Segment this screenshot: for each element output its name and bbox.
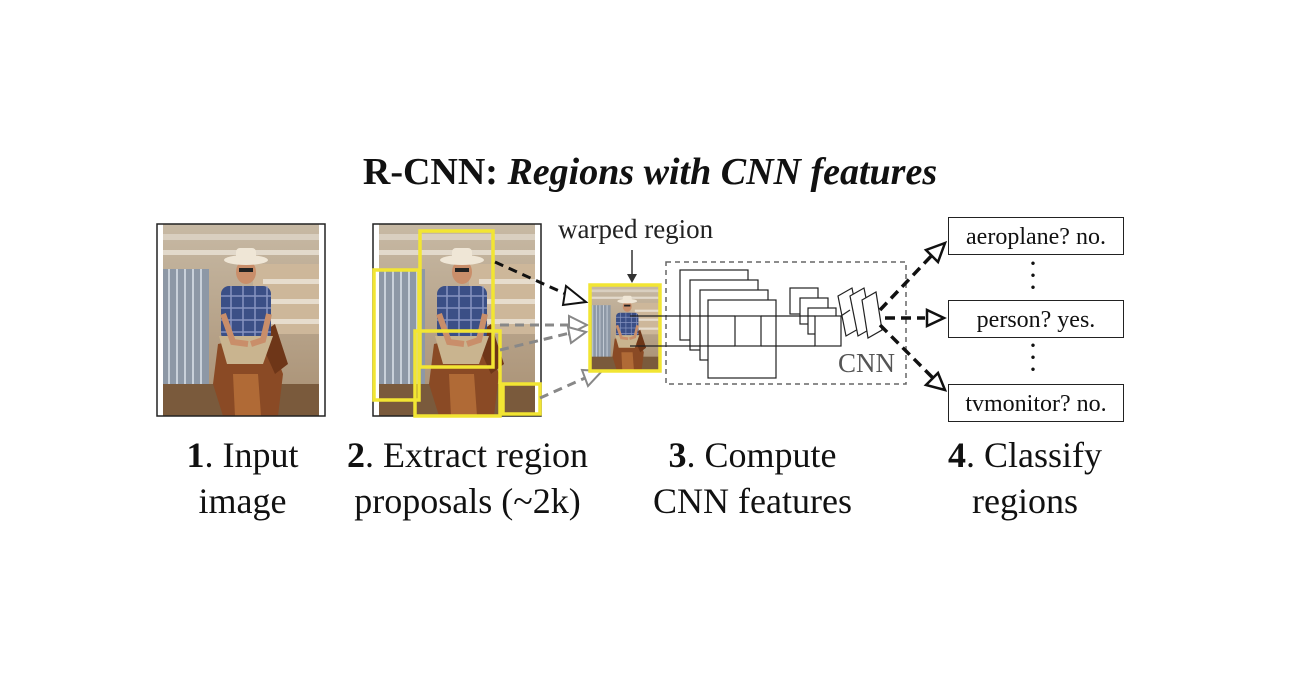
title-italic: Regions with CNN features (507, 151, 938, 193)
step-1-caption: 1. Input image (150, 432, 335, 524)
class-box-tvmonitor: tvmonitor? no. (948, 384, 1124, 422)
ellipsis-dots: ··· (1028, 247, 1038, 304)
class-box-aeroplane: aeroplane? no. (948, 217, 1124, 255)
proposal-box (501, 382, 542, 416)
warped-region-label: warped region (558, 214, 714, 244)
step-text: . Input (204, 435, 299, 475)
region-proposals-image (372, 223, 542, 418)
proposal-arrowheads (561, 284, 605, 388)
step-text: image (198, 481, 287, 521)
step-text: . Classify (965, 435, 1102, 475)
class-box-person: person? yes. (948, 300, 1124, 338)
cnn-block (630, 261, 907, 385)
step-3-caption: 3. Compute CNN features (630, 432, 875, 524)
step-number: 2 (347, 435, 366, 475)
ellipsis-dots: ··· (1028, 329, 1038, 386)
proposal-box (372, 268, 421, 402)
proposal-arrows (494, 260, 586, 400)
classify-arrowheads (923, 240, 948, 392)
step-number: 3 (668, 435, 687, 475)
step-4-caption: 4. Classify regions (925, 432, 1125, 524)
step-2-caption: 2. Extract region proposals (~2k) (335, 432, 600, 524)
step-text: . Extract region (365, 435, 588, 475)
title-bold: R-CNN: (362, 151, 498, 193)
classify-arrows (878, 250, 937, 382)
step-text: CNN features (653, 481, 852, 521)
input-image (156, 223, 326, 417)
step-text: . Compute (686, 435, 837, 475)
proposal-box (413, 329, 502, 418)
step-number: 1 (186, 435, 205, 475)
step-text: regions (972, 481, 1078, 521)
step-text: proposals (~2k) (354, 481, 581, 521)
warped-region (588, 250, 662, 373)
diagram-title: R-CNN: Regions with CNN features (0, 150, 1300, 194)
step-number: 4 (947, 435, 966, 475)
cnn-label: CNN (838, 348, 896, 378)
